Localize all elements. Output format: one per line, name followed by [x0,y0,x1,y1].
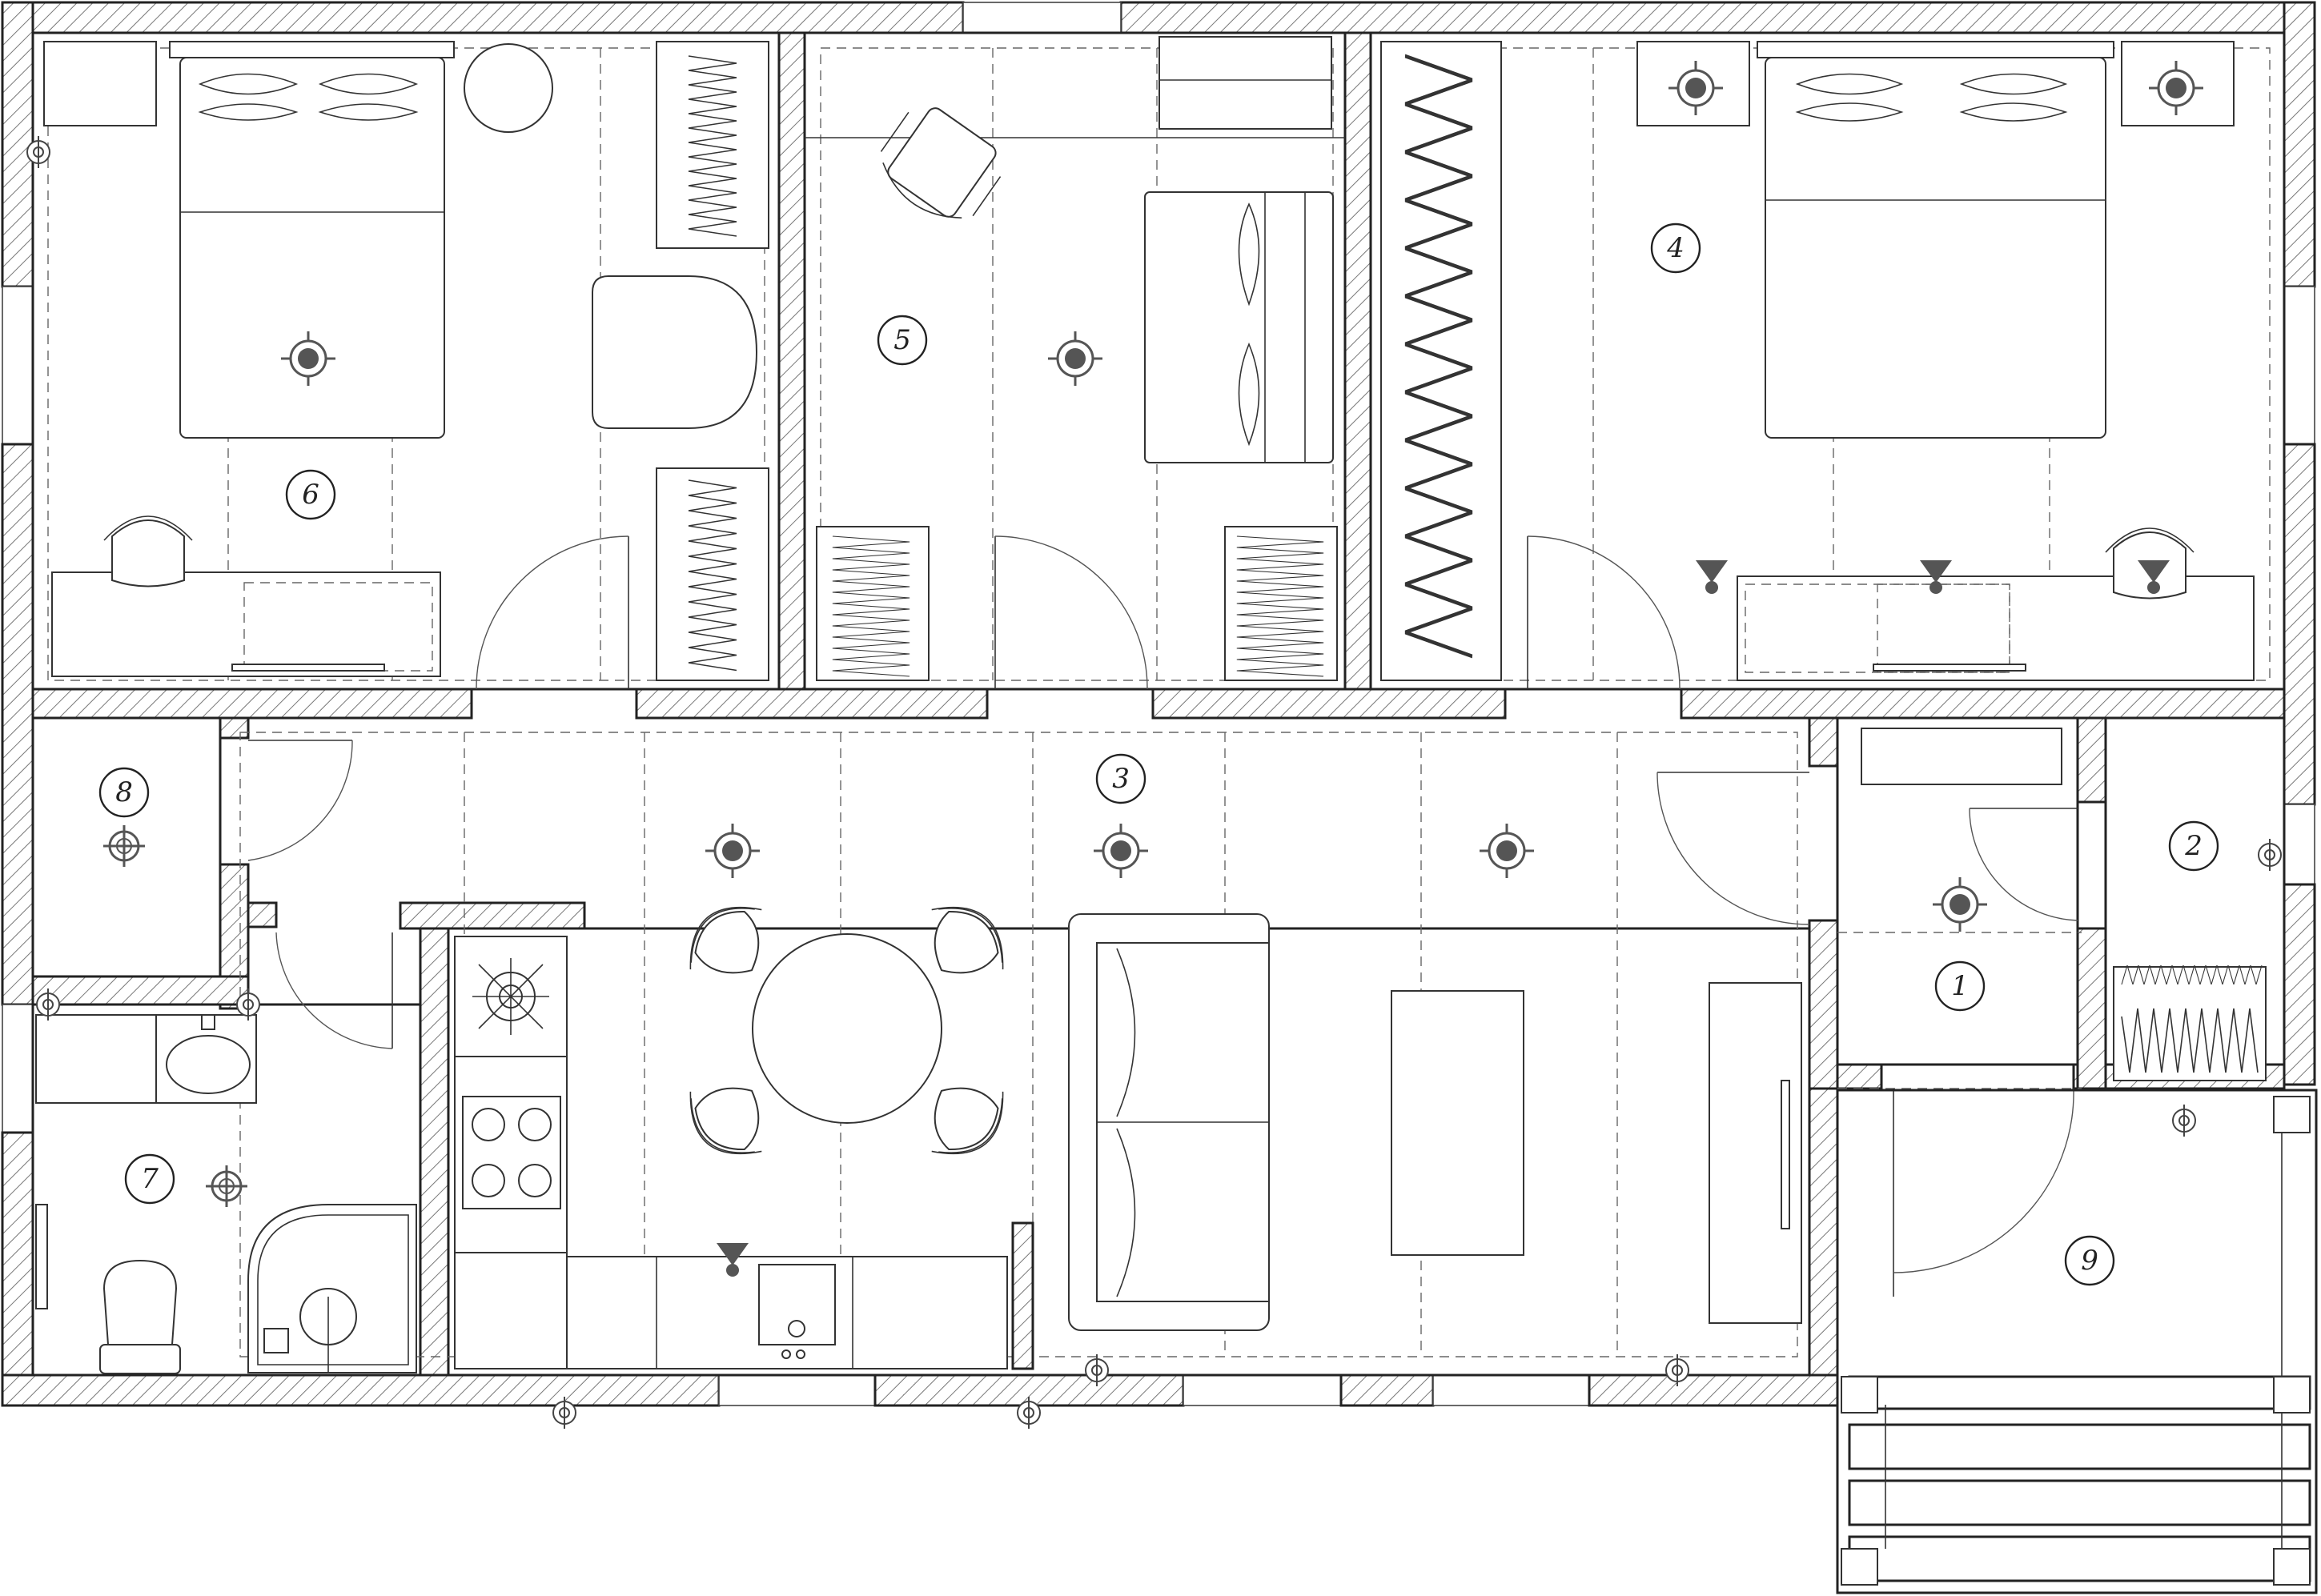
ceiling-light-icon [704,822,761,880]
room-4-furniture [1380,41,2255,681]
svg-text:1: 1 [1951,970,1969,1002]
ceiling-light-icon [1092,822,1150,880]
ceiling-light-icon [1478,822,1536,880]
room-label-3: 3 [1095,753,1146,804]
room-3-furniture [454,887,1802,1370]
room-label-5: 5 [877,315,928,366]
room-labels: 1 2 3 4 5 6 7 8 [98,223,2219,1286]
room-label-6: 6 [285,469,336,520]
svg-text:2: 2 [2184,830,2203,862]
room-label-7: 7 [124,1153,175,1205]
room-label-4: 4 [1650,223,1701,274]
room-7-furniture [35,1014,417,1374]
svg-text:6: 6 [302,479,319,511]
room-6-furniture [43,41,769,681]
svg-text:9: 9 [2081,1245,2098,1277]
doors [247,535,2078,1297]
room-label-8: 8 [98,767,150,818]
svg-text:3: 3 [1112,763,1130,795]
socket-icon [2258,838,2282,872]
room-label-1: 1 [1934,960,1986,1012]
wall-light-icon [102,824,147,868]
svg-text:5: 5 [893,324,911,356]
porch-9 [1836,1089,2318,1594]
room-5-furniture [805,36,1345,681]
wall-light-icon [204,1164,249,1209]
room-label-9: 9 [2064,1235,2115,1286]
ceiling-light-icon [1931,876,1989,933]
room-label-2: 2 [2168,820,2219,872]
socket-icon [2172,1104,2196,1137]
spot-light-icon [1696,560,1728,594]
svg-text:8: 8 [115,776,133,808]
svg-text:7: 7 [141,1163,159,1195]
hall-furniture [1861,728,2267,1081]
svg-text:4: 4 [1666,232,1685,264]
ceiling-light-icon [1046,330,1104,387]
